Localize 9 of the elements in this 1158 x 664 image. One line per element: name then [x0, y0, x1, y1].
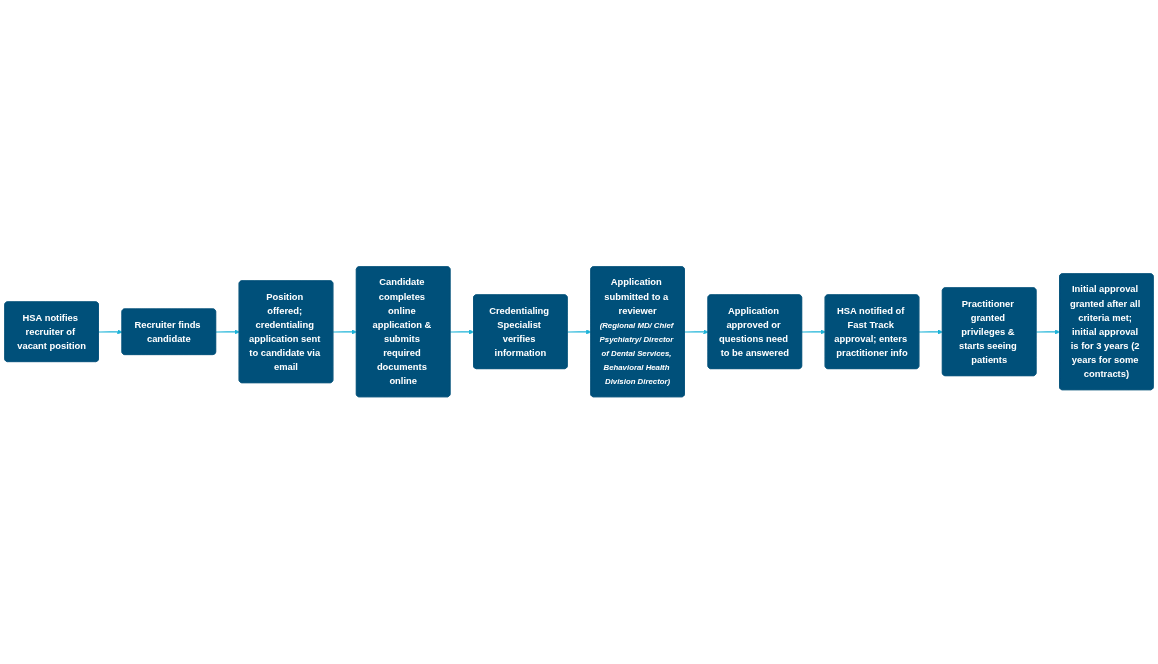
- arrow: [918, 329, 943, 335]
- arrow: [332, 329, 357, 335]
- arrow: [449, 329, 475, 335]
- arrow: [1035, 329, 1061, 335]
- arrow: [98, 329, 123, 335]
- arrow: [567, 329, 592, 335]
- arrow: [684, 329, 709, 335]
- arrow: [215, 329, 240, 335]
- arrow: [801, 329, 826, 335]
